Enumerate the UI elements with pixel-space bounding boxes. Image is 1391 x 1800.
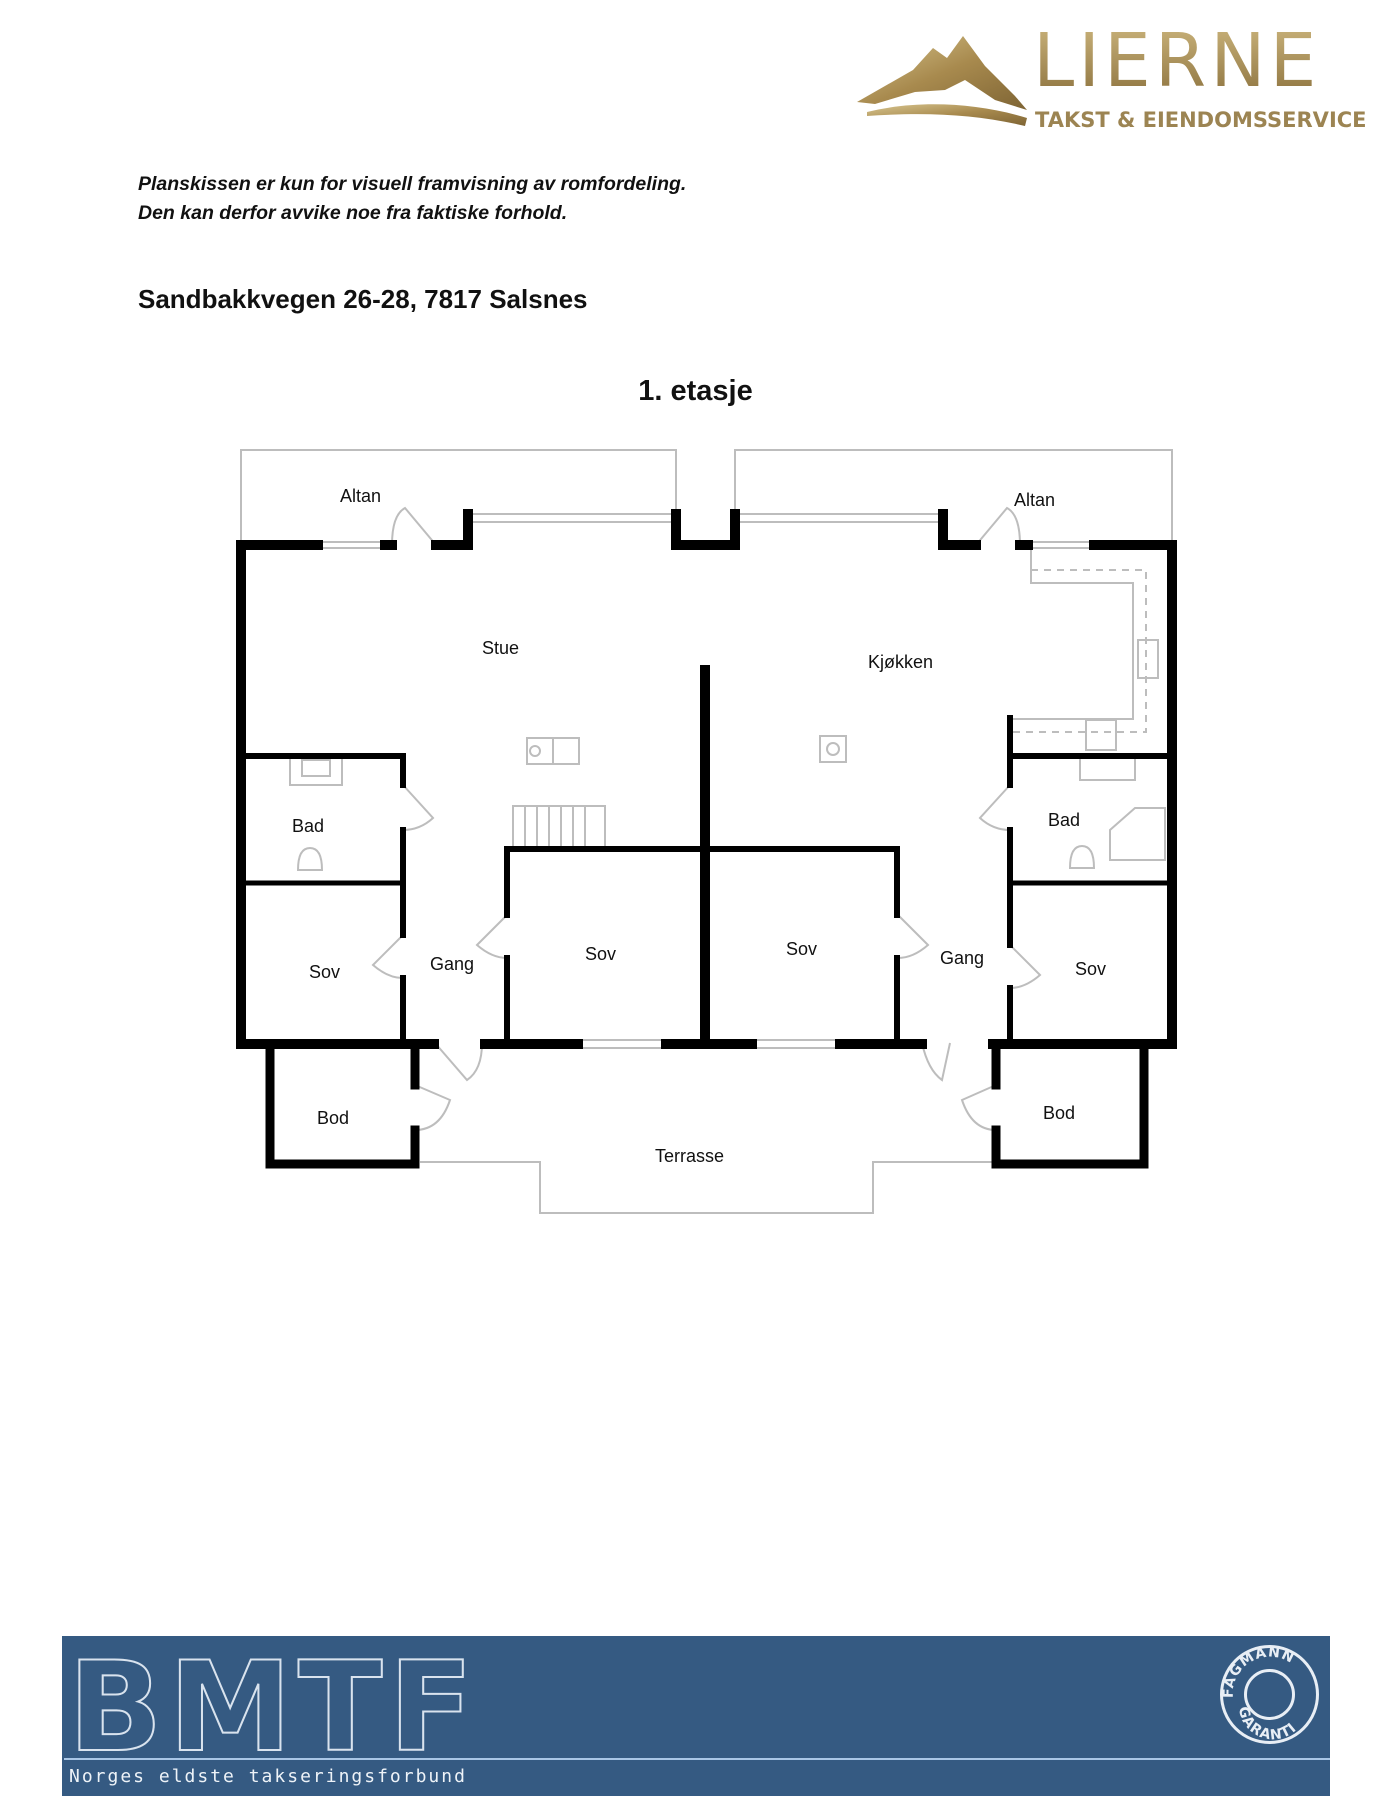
disclaimer-line-2: Den kan derfor avvike noe fra faktiske f…: [138, 202, 568, 224]
room-label-kjokken: Kjøkken: [868, 652, 933, 672]
svg-text:FAGMANN: FAGMANN: [1221, 1644, 1297, 1698]
logo-subtitle: TAKST & EIENDOMSSERVICE: [1035, 108, 1367, 132]
floor-title: 1. etasje: [638, 375, 753, 407]
bmtf-logo: BMTF: [67, 1636, 480, 1780]
fagmann-garanti-seal-icon: FAGMANN GARANTI: [1220, 1644, 1319, 1744]
room-label-bad-right: Bad: [1048, 810, 1080, 830]
mountain-icon: [857, 36, 1027, 126]
footer-tagline: Norges eldste takseringsforbund: [69, 1766, 467, 1787]
footer-banner: BMTF Norges eldste takseringsforbund FAG…: [62, 1636, 1330, 1796]
room-label-gang-left: Gang: [430, 954, 474, 974]
property-address: Sandbakkvegen 26-28, 7817 Salsnes: [138, 284, 588, 314]
room-label-sov-center-right: Sov: [786, 939, 817, 959]
disclaimer: Planskissen er kun for visuell framvisni…: [138, 170, 686, 228]
room-label-altan-right: Altan: [1014, 490, 1055, 510]
room-label-bod-right: Bod: [1043, 1103, 1075, 1123]
room-label-gang-right: Gang: [940, 948, 984, 968]
logo-title: LIERNE: [1033, 18, 1321, 104]
svg-text:GARANTI: GARANTI: [1235, 1705, 1300, 1744]
room-label-stue: Stue: [482, 638, 519, 658]
disclaimer-line-1: Planskissen er kun for visuell framvisni…: [138, 173, 687, 195]
room-label-sov-left: Sov: [309, 962, 340, 982]
room-label-terrasse: Terrasse: [655, 1146, 724, 1166]
room-label-bod-left: Bod: [317, 1108, 349, 1128]
room-label-sov-center-left: Sov: [585, 944, 616, 964]
seal-bottom-text: GARANTI: [1235, 1705, 1299, 1744]
room-label-altan-left: Altan: [340, 486, 381, 506]
room-label-sov-right: Sov: [1075, 959, 1106, 979]
room-label-bad-left: Bad: [292, 816, 324, 836]
footer-divider: [64, 1758, 1330, 1760]
lierne-logo: LIERNE TAKST & EIENDOMSSERVICE: [855, 24, 1367, 138]
seal-top-text: FAGMANN: [1221, 1644, 1296, 1698]
